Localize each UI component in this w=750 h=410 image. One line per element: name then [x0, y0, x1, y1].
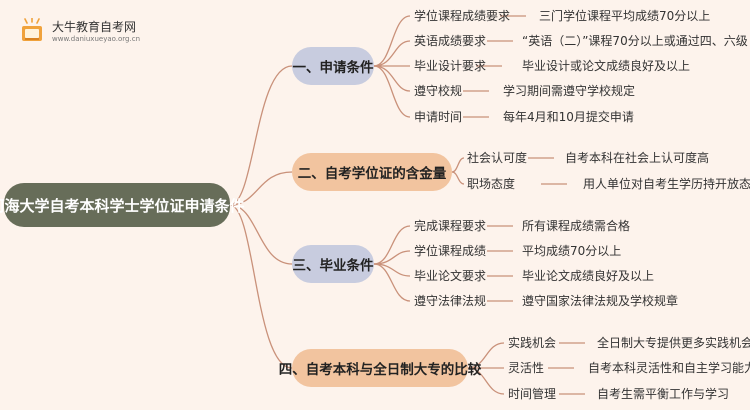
- leaf-value: 所有课程成绩需合格: [522, 219, 631, 233]
- leaf-key: 职场态度: [467, 177, 516, 191]
- leaf-value: 自考本科在社会上认可度高: [565, 151, 710, 165]
- leaf-key: 学位课程成绩: [414, 244, 487, 258]
- leaf-key: 时间管理: [508, 387, 557, 401]
- leaf-key: 申请时间: [414, 110, 463, 124]
- leaf-value: 每年4月和10月提交申请: [503, 110, 634, 124]
- leaf-value: 自考本科灵活性和自主学习能力培养: [588, 361, 750, 375]
- leaf-value: 用人单位对自考生学历持开放态度: [583, 177, 750, 191]
- root-node: 河海大学自考本科学士学位证申请条件: [0, 183, 245, 227]
- branch-node-comparison: 四、自考本科与全日制大专的比较: [279, 349, 481, 387]
- leaf-key: 完成课程要求: [414, 219, 487, 233]
- leaf-value: 遵守国家法律法规及学校规章: [522, 294, 679, 308]
- branch-node-certificate-value: 二、自考学位证的含金量: [292, 153, 452, 191]
- leaf-value: 毕业论文成绩良好及以上: [522, 269, 655, 283]
- logo-url: www.daniuxueyao.org.cn: [52, 35, 141, 43]
- leaf-value: “英语（二）”课程70分以上或通过四、六级: [522, 34, 748, 48]
- site-logo: 大牛教育自考网 www.daniuxueyao.org.cn: [18, 16, 158, 48]
- leaf-value: 平均成绩70分以上: [522, 244, 622, 258]
- leaf-key: 灵活性: [508, 361, 545, 375]
- branch-node-graduation-conditions: 三、毕业条件: [292, 245, 374, 283]
- leaf-value: 全日制大专提供更多实践机会: [597, 336, 750, 350]
- leaf-value: 毕业设计或论文成绩良好及以上: [522, 59, 691, 73]
- leaf-value: 三门学位课程平均成绩70分以上: [539, 9, 711, 23]
- leaf-key: 遵守法律法规: [414, 294, 487, 308]
- branch-node-apply-conditions: 一、申请条件: [292, 47, 374, 85]
- leaf-key: 毕业设计要求: [414, 59, 487, 73]
- leaf-key: 英语成绩要求: [414, 34, 487, 48]
- leaf-value: 自考生需平衡工作与学习: [597, 387, 730, 401]
- logo-name: 大牛教育自考网: [52, 20, 137, 34]
- leaf-value: 学习期间需遵守学校规定: [503, 84, 636, 98]
- book-logo-icon: [22, 18, 42, 41]
- leaf-key: 实践机会: [508, 336, 557, 350]
- leaf-key: 社会认可度: [467, 151, 528, 165]
- leaf-key: 学位课程成绩要求: [414, 9, 511, 23]
- leaf-key: 毕业论文要求: [414, 269, 487, 283]
- leaf-key: 遵守校规: [414, 84, 463, 98]
